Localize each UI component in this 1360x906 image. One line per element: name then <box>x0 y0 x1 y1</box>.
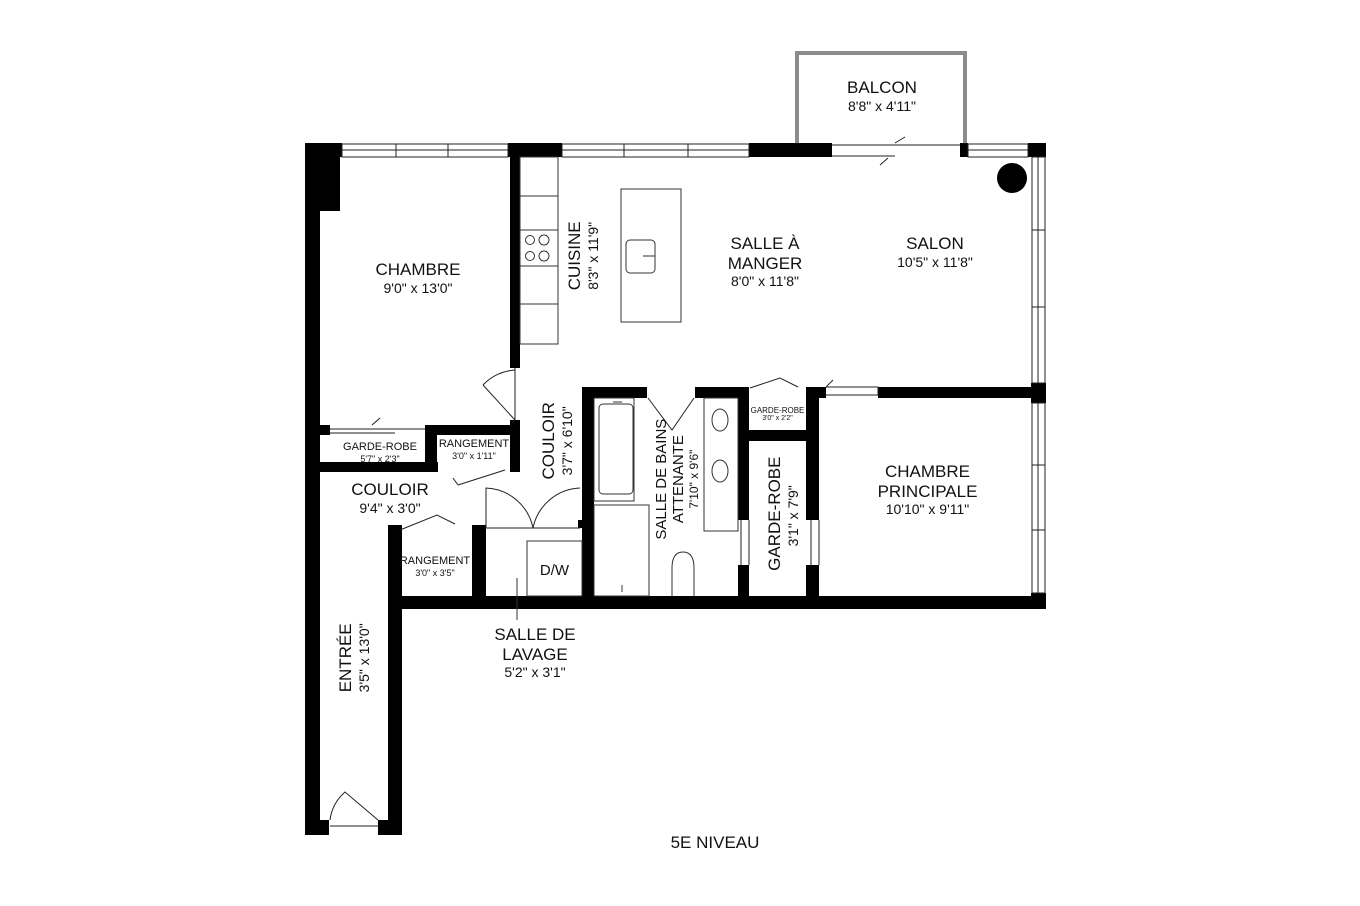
room-label-chambre: CHAMBRE 9'0" x 13'0" <box>375 260 461 296</box>
room-label-salle-de-bains: SALLE DE BAINS ATTENANTE 7'10" x 9'6" <box>652 418 701 540</box>
room-label-entree: ENTRÉE 3'5" x 13'0" <box>336 623 372 693</box>
walls <box>305 143 1046 835</box>
windows <box>341 136 1046 594</box>
room-label-salle-a-manger: SALLE À MANGER 8'0" x 11'8" <box>727 234 803 290</box>
room-label-salle-de-lavage: SALLE DE LAVAGE 5'2" x 3'1" <box>494 625 576 681</box>
kitchen-fixtures <box>519 156 682 345</box>
floor-level-label: 5E NIVEAU <box>670 833 760 852</box>
doors <box>329 368 879 827</box>
room-label-balcon: BALCON 8'8" x 4'11" <box>847 78 917 114</box>
column <box>997 163 1027 193</box>
room-label-rangement-1: RANGEMENT 3'0" x 1'11" <box>438 438 510 461</box>
dishwasher-washer <box>526 540 583 597</box>
room-label-garde-robe-3: GARDE-ROBE 3'1" x 7'9" <box>765 456 801 571</box>
room-label-dw: D/W <box>539 562 570 579</box>
room-label-salon: SALON 10'5" x 11'8" <box>897 234 973 270</box>
room-label-rangement-2: RANGEMENT 3'0" x 3'5" <box>399 555 471 578</box>
room-label-chambre-principale: CHAMBRE PRINCIPALE 10'10" x 9'11" <box>877 462 978 518</box>
bathroom-fixtures <box>593 397 739 597</box>
room-label-couloir-horizontal: COULOIR 9'4" x 3'0" <box>351 480 429 516</box>
room-label-couloir-vertical: COULOIR 3'7" x 6'10" <box>539 402 575 480</box>
room-label-garde-robe-2: GARDE-ROBE 3'0" x 2'2" <box>750 406 805 423</box>
room-label-cuisine: CUISINE 8'3" x 11'9" <box>565 221 601 291</box>
room-label-garde-robe-1: GARDE-ROBE 5'7" x 2'3" <box>343 441 417 464</box>
balcony-outline <box>795 51 967 143</box>
